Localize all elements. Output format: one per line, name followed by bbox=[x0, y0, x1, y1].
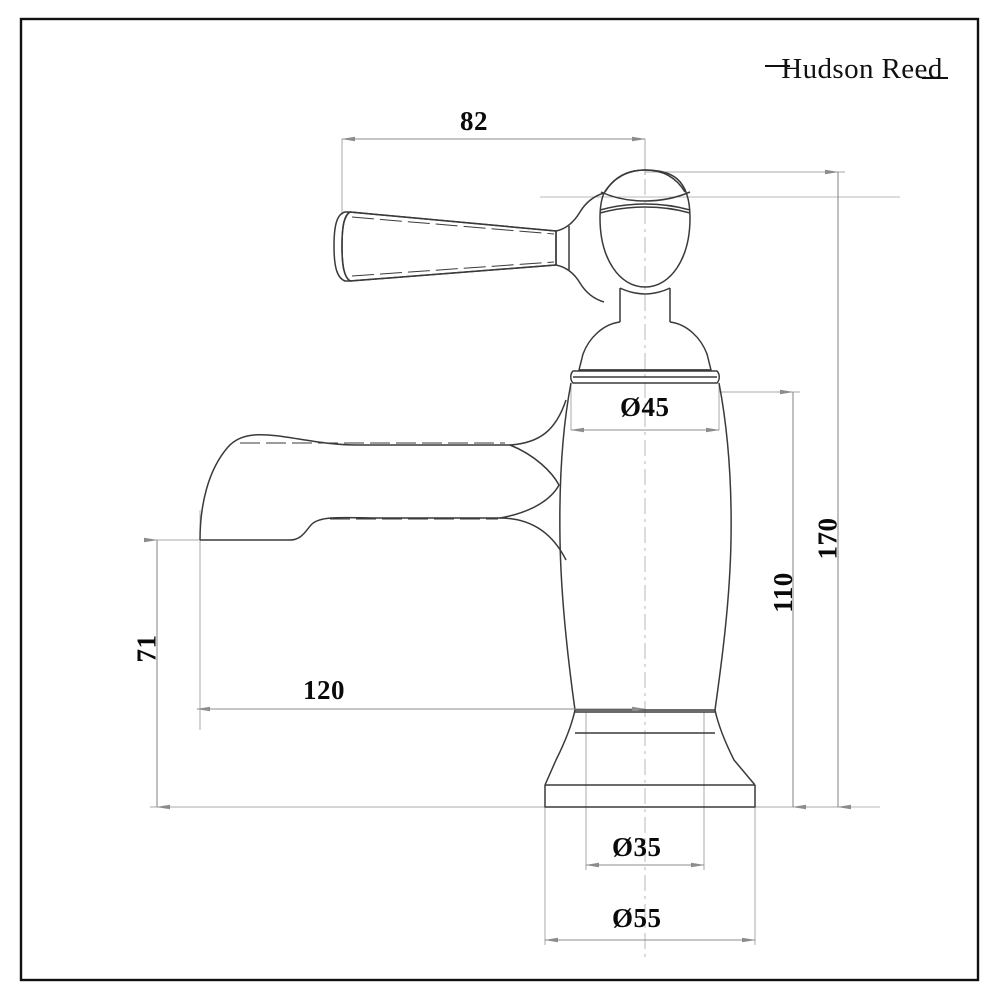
dimension-label-170: 170 bbox=[812, 517, 843, 560]
bonnet-cover bbox=[570, 321, 720, 384]
sheet-border bbox=[19, 17, 980, 982]
logo-strokes bbox=[765, 65, 948, 79]
faucet-base bbox=[544, 709, 756, 808]
construction-lines bbox=[150, 150, 900, 960]
hudson-reed-logo: Hudson Reed bbox=[762, 46, 962, 92]
dimension-label-71: 71 bbox=[131, 634, 162, 663]
brand-name: Hudson Reed bbox=[781, 52, 943, 85]
dimension-lines bbox=[143, 136, 852, 943]
dimension-label-d55: Ø55 bbox=[612, 903, 662, 933]
lever-handle bbox=[333, 192, 605, 303]
ball-handle bbox=[599, 169, 691, 288]
dimension-label-110: 110 bbox=[767, 572, 798, 613]
dimension-label-82: 82 bbox=[460, 106, 488, 136]
spout bbox=[199, 399, 567, 561]
extension-lines bbox=[150, 139, 845, 945]
handle-collar bbox=[619, 287, 671, 322]
dimension-label-120: 120 bbox=[303, 675, 345, 705]
dimension-label-d35: Ø35 bbox=[612, 832, 662, 862]
faucet-outline bbox=[199, 169, 756, 808]
dimension-label-d45: Ø45 bbox=[620, 392, 670, 422]
